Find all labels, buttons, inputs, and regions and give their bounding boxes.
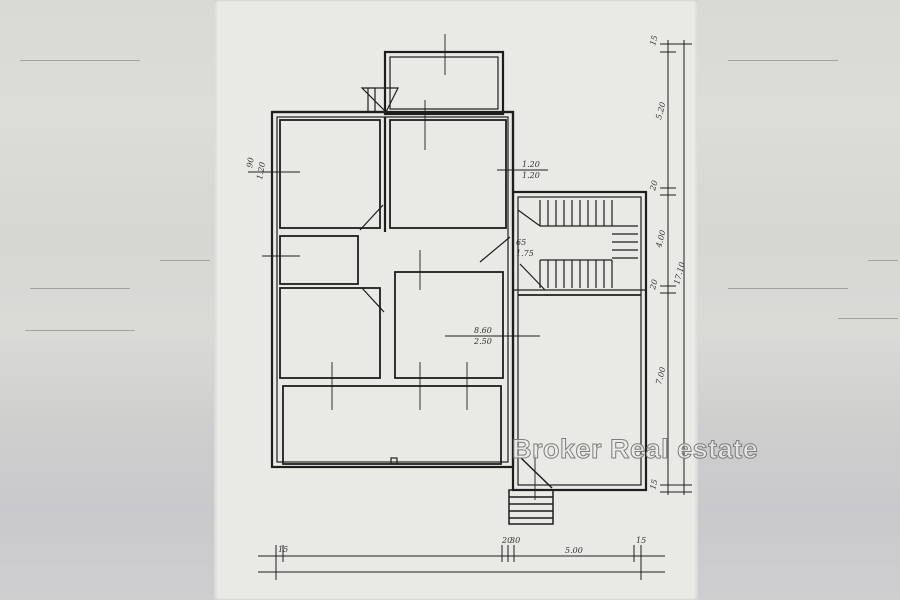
dim-v-5: 7.00 xyxy=(654,366,667,386)
room-label-right-upper: 1.20 xyxy=(522,160,540,169)
dim-v-3: 4.00 xyxy=(654,229,668,250)
dim-h-4: 15 xyxy=(636,536,646,545)
dim-v-1: 5.20 xyxy=(654,101,667,121)
floor-plan-sheet: 15 5.20 20 4.00 20 7.00 15 17.10 15 20 3… xyxy=(214,0,698,600)
room-label-left-upper: 90 xyxy=(245,157,256,169)
right-background-panel xyxy=(698,0,900,600)
floor-plan-drawing: 15 5.20 20 4.00 20 7.00 15 17.10 15 20 3… xyxy=(245,34,692,580)
dim-v-total: 17.10 xyxy=(672,261,687,285)
dim-h-2: 30 xyxy=(510,536,520,545)
left-background-panel xyxy=(0,0,214,600)
dim-v-6: 15 xyxy=(648,478,659,490)
watermark-text: Broker Real estate xyxy=(511,434,759,465)
dim-h-3: 5.00 xyxy=(565,546,583,555)
dim-v-4: 20 xyxy=(648,278,660,291)
room-label-stair-lower: 1.75 xyxy=(516,249,534,258)
room-label-right-lower: 1.20 xyxy=(522,171,540,180)
dim-h-0: 15 xyxy=(278,545,288,554)
room-label-center-lower: 2.50 xyxy=(473,337,492,346)
room-label-stair-upper: 65 xyxy=(516,238,526,247)
dim-h-1: 20 xyxy=(501,536,512,545)
room-label-left-lower: 1.20 xyxy=(255,161,267,180)
room-label-center-upper: 8.60 xyxy=(474,326,492,335)
dim-v-2: 20 xyxy=(648,179,660,192)
dim-v-0: 15 xyxy=(648,34,659,46)
